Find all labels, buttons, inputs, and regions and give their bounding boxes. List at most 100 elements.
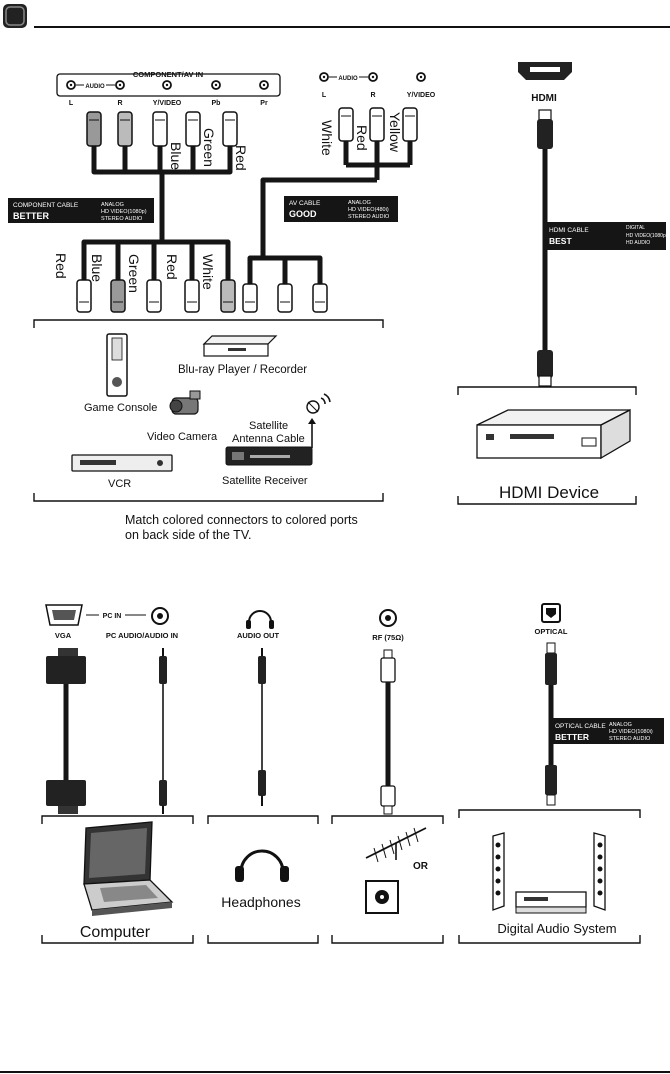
av-cable-label: AV CABLE GOOD ANALOG HD VIDEO(480i) STER… xyxy=(284,196,398,222)
vga-port-icon xyxy=(45,604,83,626)
bottom-rca-plugs xyxy=(76,279,328,313)
plug-color-green-bottom: Green xyxy=(126,254,142,293)
device-group-bracket-bottom xyxy=(33,493,384,502)
hdmi-cable-rating: BEST xyxy=(549,236,572,246)
hdmi-device-label: HDMI Device xyxy=(499,483,599,502)
or-label: OR xyxy=(413,861,429,872)
antenna-wall-plate-icon xyxy=(365,880,399,914)
plug-color-blue-bottom: Blue xyxy=(89,254,105,282)
headphones-bracket-bottom xyxy=(207,935,319,944)
optical-cable-rating: BETTER xyxy=(555,732,589,742)
game-console-label: Game Console xyxy=(84,402,157,414)
section-marker-icon xyxy=(3,4,27,28)
video-camera-label: Video Camera xyxy=(147,431,218,443)
optical-cable-title: OPTICAL CABLE xyxy=(555,723,606,730)
audio-out-cable xyxy=(258,648,266,806)
top-rca-plugs xyxy=(86,111,238,147)
plug-color-red-2: Red xyxy=(164,254,180,280)
component-cable-spec-1: ANALOG xyxy=(101,202,124,208)
plug-color-green-top: Green xyxy=(201,128,217,167)
port-label-y-video: Y/VIDEO xyxy=(153,100,182,107)
bluray-label: Blu-ray Player / Recorder xyxy=(178,364,307,376)
component-cable-spec-3: STEREO AUDIO xyxy=(101,216,143,222)
av-cable-spec-1: ANALOG xyxy=(348,200,371,206)
component-cable-label: COMPONENT CABLE BETTER ANALOG HD VIDEO(1… xyxy=(8,198,154,223)
headphones-icon xyxy=(235,849,289,882)
headphone-port-icon xyxy=(246,610,274,629)
av-cable xyxy=(247,140,413,284)
video-camera-icon xyxy=(169,390,201,415)
satellite-dish-icon xyxy=(306,393,331,414)
rf-label: RF (75Ω) xyxy=(372,633,404,642)
satellite-receiver-icon xyxy=(225,446,313,466)
instruction-line-2: on back side of the TV. xyxy=(125,528,251,542)
audio-group-label: AUDIO xyxy=(85,84,105,90)
plug-color-red-top: Red xyxy=(233,145,249,171)
pc-in-label: PC IN xyxy=(103,613,122,620)
av-port-label-l: L xyxy=(322,92,327,99)
av-cable-spec-3: STEREO AUDIO xyxy=(348,214,390,220)
hdmi-cable-title: HDMI CABLE xyxy=(549,227,589,234)
port-label-l: L xyxy=(69,100,74,107)
audio-system-label: Digital Audio System xyxy=(497,921,616,936)
optical-port-icon xyxy=(541,603,561,623)
component-av-in-label: COMPONENT/AV IN xyxy=(133,70,203,79)
pc-audio-label: PC AUDIO/AUDIO IN xyxy=(106,631,178,640)
optical-label: OPTICAL xyxy=(535,627,568,636)
plug-color-white: White xyxy=(200,254,216,290)
computer-label: Computer xyxy=(80,924,151,941)
av-top-plugs xyxy=(338,107,418,142)
port-label-r: R xyxy=(117,100,122,107)
vga-label: VGA xyxy=(55,631,72,640)
hdmi-port-label: HDMI xyxy=(531,93,557,104)
rf-port-icon xyxy=(379,609,397,627)
satellite-receiver-label: Satellite Receiver xyxy=(222,475,308,487)
rf-cable xyxy=(380,649,396,815)
audio-system-bracket-bottom xyxy=(458,935,641,944)
av-cable-spec-2: HD VIDEO(480i) xyxy=(348,207,389,213)
vga-cable xyxy=(46,648,86,814)
hdmi-device-bracket-top xyxy=(457,386,637,395)
hdmi-cable-label: HDMI CABLE BEST DIGITAL HD VIDEO(1080p) … xyxy=(544,222,668,250)
component-cable-spec-2: HD VIDEO(1080p) xyxy=(101,209,147,215)
av-color-white: White xyxy=(319,120,335,156)
device-group-bracket-top xyxy=(33,319,384,328)
tv-antenna-icon xyxy=(365,827,427,863)
hdmi-port-icon xyxy=(518,62,572,80)
component-cable xyxy=(81,145,233,280)
av-cable-title: AV CABLE xyxy=(289,200,321,207)
port-label-pr: Pr xyxy=(260,100,268,107)
headphones-bracket-top xyxy=(207,815,319,824)
component-cable-title: COMPONENT CABLE xyxy=(13,202,79,209)
hdmi-cable-spec-1: DIGITAL xyxy=(626,225,645,231)
antenna-bracket-bottom xyxy=(331,935,444,944)
hdmi-device-icon xyxy=(476,408,631,460)
satellite-cable-label-1: Satellite xyxy=(249,420,288,432)
pc-audio-port-icon xyxy=(151,607,169,625)
optical-cable-spec-3: STEREO AUDIO xyxy=(609,736,651,742)
laptop-icon xyxy=(83,821,174,916)
audio-out-label: AUDIO OUT xyxy=(237,631,280,640)
bluray-player-icon xyxy=(202,335,278,357)
hdmi-device-bracket-bottom xyxy=(457,496,637,505)
port-label-pb: Pb xyxy=(212,100,221,107)
hdmi-cable xyxy=(537,109,553,387)
antenna-bracket-top xyxy=(331,815,444,824)
computer-bracket-bottom xyxy=(41,935,194,944)
optical-cable-label: OPTICAL CABLE BETTER ANALOG HD VIDEO(108… xyxy=(551,718,664,744)
av-port-label-r: R xyxy=(370,92,375,99)
hdmi-cable-spec-3: HD AUDIO xyxy=(626,240,650,246)
satellite-cable-label-2: Antenna Cable xyxy=(232,433,305,445)
pc-audio-cable xyxy=(159,648,167,814)
audio-system-bracket-top xyxy=(458,809,641,818)
game-console-icon xyxy=(106,333,128,397)
av-port-panel: AUDIO L R Y/VIDEO xyxy=(319,72,436,99)
headphones-label: Headphones xyxy=(221,894,300,910)
av-color-red: Red xyxy=(354,125,370,151)
plug-color-blue-top: Blue xyxy=(168,142,184,170)
vcr-icon xyxy=(71,454,173,472)
av-color-yellow: Yellow xyxy=(387,112,403,153)
digital-audio-system-icon xyxy=(492,832,606,914)
av-port-label-y-video: Y/VIDEO xyxy=(407,92,436,99)
